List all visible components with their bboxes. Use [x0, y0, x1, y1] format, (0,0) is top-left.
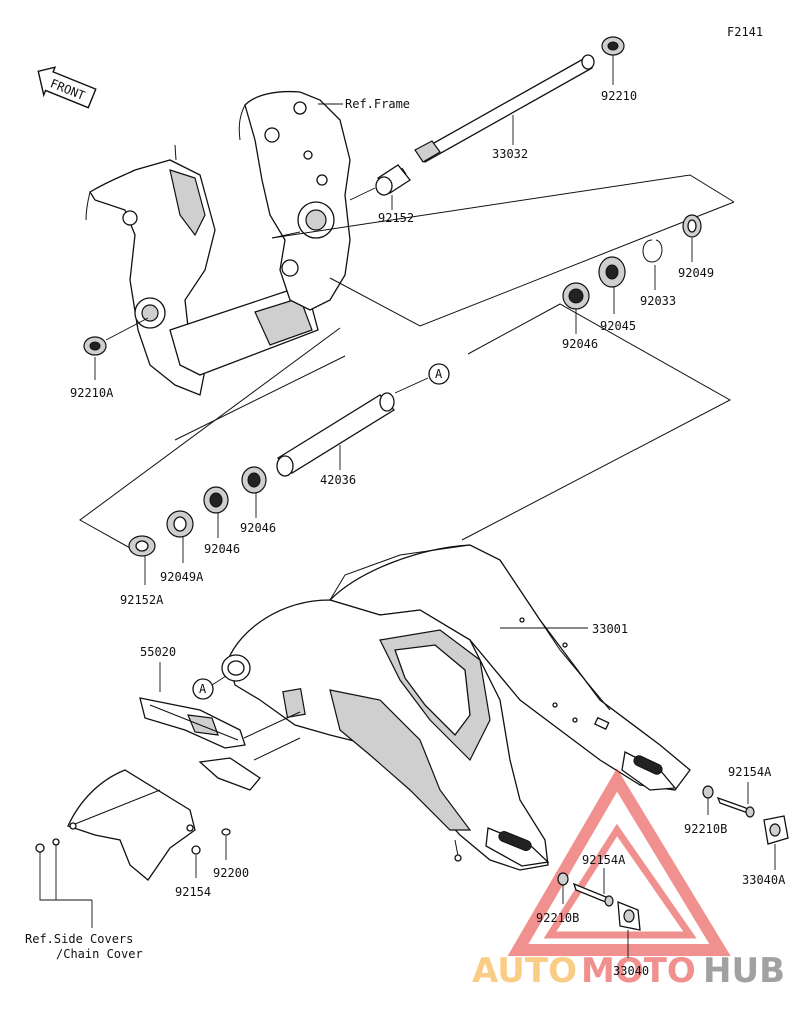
label-92210B-lower: 92210B — [536, 911, 579, 925]
watermark-moto: MOTO — [581, 951, 696, 991]
part-33040A — [763, 815, 789, 845]
part-92154 — [191, 845, 201, 855]
label-33040A: 33040A — [742, 873, 786, 887]
part-92046-low — [203, 486, 229, 514]
part-92049 — [682, 214, 702, 238]
label-92210A: 92210A — [70, 386, 114, 400]
part-92033 — [642, 239, 663, 263]
part-33032-pivot-shaft — [414, 54, 595, 163]
label-92154A-right: 92154A — [728, 765, 772, 779]
watermark-hub: HUB — [703, 951, 785, 991]
side-cover-screws — [35, 838, 60, 853]
chain-cover-illustration — [67, 769, 196, 881]
label-92049: 92049 — [678, 266, 714, 280]
label-92210B-right: 92210B — [684, 822, 727, 836]
ref-frame-label: Ref.Frame — [345, 97, 410, 111]
label-33001: 33001 — [592, 622, 628, 636]
part-92210B-lower — [557, 872, 569, 886]
label-92046-mid: 92046 — [240, 521, 276, 535]
part-92046-mid — [241, 466, 267, 494]
callout-a-top: A — [435, 367, 443, 381]
label-92154: 92154 — [175, 885, 211, 899]
part-92152 — [375, 164, 411, 196]
part-92210 — [601, 36, 625, 56]
callout-a-pivot: A — [199, 682, 207, 696]
label-33040: 33040 — [613, 964, 649, 978]
part-55020-chain-guide — [139, 697, 246, 749]
part-92210B-right — [702, 785, 714, 799]
watermark-auto: AUTO — [472, 951, 577, 991]
label-92049A: 92049A — [160, 570, 204, 584]
frame-illustration — [85, 90, 351, 396]
label-92152A: 92152A — [120, 593, 164, 607]
diagram-code: F2141 — [727, 25, 763, 39]
part-92049A — [166, 510, 194, 538]
front-arrow-icon: FRONT — [37, 66, 97, 109]
label-42036: 42036 — [320, 473, 356, 487]
ref-side-covers-line1: Ref.Side Covers — [25, 932, 133, 946]
part-92210A — [83, 336, 107, 356]
label-92046-low: 92046 — [204, 542, 240, 556]
ref-side-covers-line2: /Chain Cover — [56, 947, 143, 961]
part-92046-top — [562, 282, 590, 310]
label-92046-top: 92046 — [562, 337, 598, 351]
part-33040 — [617, 901, 641, 931]
part-92154A-right — [716, 796, 755, 818]
watermark-logo: AUTO MOTO HUB — [472, 768, 785, 991]
part-92045 — [598, 256, 626, 288]
part-33001-swingarm — [221, 544, 691, 871]
label-92200: 92200 — [213, 866, 249, 880]
label-92154A-lower: 92154A — [582, 853, 626, 867]
label-92152: 92152 — [378, 211, 414, 225]
label-33032: 33032 — [492, 147, 528, 161]
part-92152A — [128, 535, 156, 557]
part-42036-spacer — [276, 392, 396, 477]
label-92210: 92210 — [601, 89, 637, 103]
part-92154A-lower — [572, 882, 614, 907]
label-55020: 55020 — [140, 645, 176, 659]
part-92200 — [221, 828, 231, 836]
label-92033: 92033 — [640, 294, 676, 308]
label-92045: 92045 — [600, 319, 636, 333]
